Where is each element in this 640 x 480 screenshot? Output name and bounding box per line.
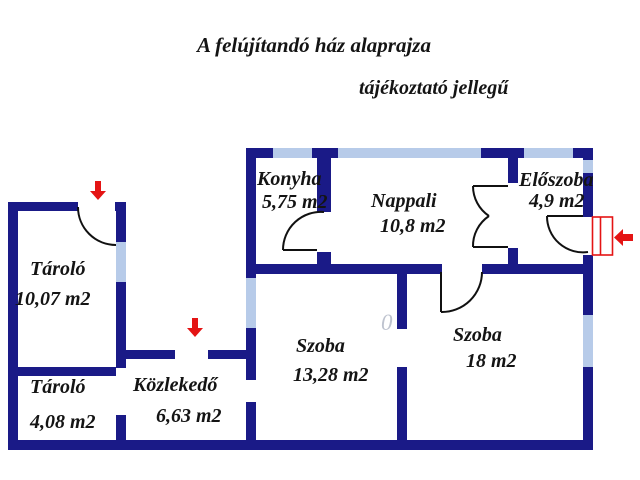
room-label-nappali: Nappali bbox=[371, 190, 437, 212]
room-label-kozlekedo: Közlekedő bbox=[133, 374, 218, 396]
window-konyha-north bbox=[273, 148, 312, 158]
wall-kozlekedo-north-west bbox=[126, 350, 175, 359]
window-eloszoba-north bbox=[524, 148, 573, 158]
wall-south bbox=[8, 440, 593, 450]
room-label-konyha: Konyha bbox=[257, 168, 322, 190]
wall-left-block-east-mid bbox=[116, 282, 126, 368]
wall-eloszoba-divider-lower bbox=[508, 248, 518, 264]
wall-left-block-east-upper bbox=[116, 202, 126, 242]
entrance-arrow-tarolo-icon bbox=[90, 181, 106, 200]
wall-main-west-upper bbox=[246, 148, 256, 278]
room-label-tarolo-large: Tároló bbox=[30, 258, 86, 280]
room-area-eloszoba: 4,9 m2 bbox=[529, 190, 585, 212]
door-arc-nappali-upper bbox=[471, 185, 490, 217]
wall-konyha-divider-stub bbox=[317, 252, 331, 264]
wall-interior-horizontal-east bbox=[482, 264, 593, 274]
room-area-tarolo-large: 10,07 m2 bbox=[15, 288, 91, 310]
wall-main-east-1 bbox=[583, 148, 593, 160]
room-area-szoba-west: 13,28 m2 bbox=[293, 364, 369, 386]
room-label-eloszoba: Előszoba bbox=[519, 169, 594, 191]
room-label-tarolo-small: Tároló bbox=[30, 376, 86, 398]
wall-main-west-mid bbox=[246, 328, 256, 380]
wall-left-block-east-lower bbox=[116, 415, 126, 440]
wall-tarolo-divider bbox=[8, 367, 116, 376]
wall-main-west-lower bbox=[246, 402, 256, 440]
room-area-szoba-east: 18 m2 bbox=[466, 350, 517, 372]
room-area-nappali: 10,8 m2 bbox=[380, 215, 446, 237]
door-arc-tarolo bbox=[77, 206, 117, 246]
room-area-konyha: 5,75 m2 bbox=[262, 191, 328, 213]
window-szoba2-east bbox=[583, 315, 593, 367]
room-label-szoba-east: Szoba bbox=[453, 324, 502, 346]
door-arc-szoba2 bbox=[440, 271, 483, 314]
watermark: 0 bbox=[381, 310, 393, 335]
window-nappali-north bbox=[338, 148, 481, 158]
wall-main-north-3 bbox=[481, 148, 524, 158]
page-title: A felújítandó ház alaprajza bbox=[197, 33, 431, 57]
window-szoba1-west bbox=[246, 278, 256, 328]
wall-main-east-2 bbox=[583, 173, 593, 217]
wall-interior-horizontal-west bbox=[246, 264, 442, 274]
wall-main-east-4 bbox=[583, 367, 593, 440]
room-area-tarolo-small: 4,08 m2 bbox=[30, 411, 96, 433]
room-area-kozlekedo: 6,63 m2 bbox=[156, 405, 222, 427]
wall-szoba-divider-lower bbox=[397, 367, 407, 440]
entrance-arrow-kozlekedo-icon bbox=[187, 318, 203, 337]
wall-main-north-1 bbox=[246, 148, 273, 158]
door-arc-nappali-lower bbox=[471, 215, 490, 248]
wall-left-block-north bbox=[8, 202, 78, 211]
window-eloszoba-east bbox=[583, 160, 593, 173]
door-arc-entrance bbox=[545, 215, 589, 254]
wall-konyha-divider bbox=[317, 148, 331, 212]
wall-szoba-divider-upper bbox=[397, 264, 407, 329]
wall-left-block-west bbox=[8, 202, 18, 450]
entrance-arrow-front-door-icon bbox=[614, 229, 633, 246]
wall-main-east-3 bbox=[583, 255, 593, 315]
wall-kozlekedo-north-east bbox=[208, 350, 246, 359]
page-subtitle: tájékoztató jellegű bbox=[359, 77, 509, 99]
door-arc-konyha bbox=[281, 210, 325, 251]
window-tarolo-east bbox=[116, 242, 126, 282]
entrance-door-symbol bbox=[591, 216, 614, 256]
wall-eloszoba-divider-upper bbox=[508, 148, 518, 183]
room-label-szoba-west: Szoba bbox=[296, 335, 345, 357]
